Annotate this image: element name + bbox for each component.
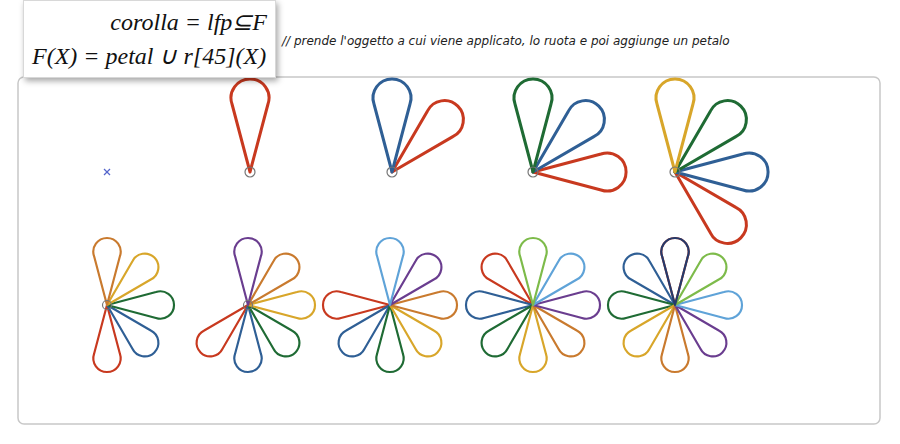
handwritten-note: // prende l'oggetto a cui viene applicat… (282, 34, 730, 48)
formula-line: F(X) = petal ∪ r[45](X) (32, 39, 267, 73)
empty-mark (104, 169, 110, 175)
petals (93, 79, 768, 372)
frame (18, 77, 880, 424)
formula-box: corolla = lfp⊆FF(X) = petal ∪ r[45](X) (23, 0, 276, 78)
origin-circles (103, 167, 681, 310)
formula-line: corolla = lfp⊆F (32, 5, 267, 39)
